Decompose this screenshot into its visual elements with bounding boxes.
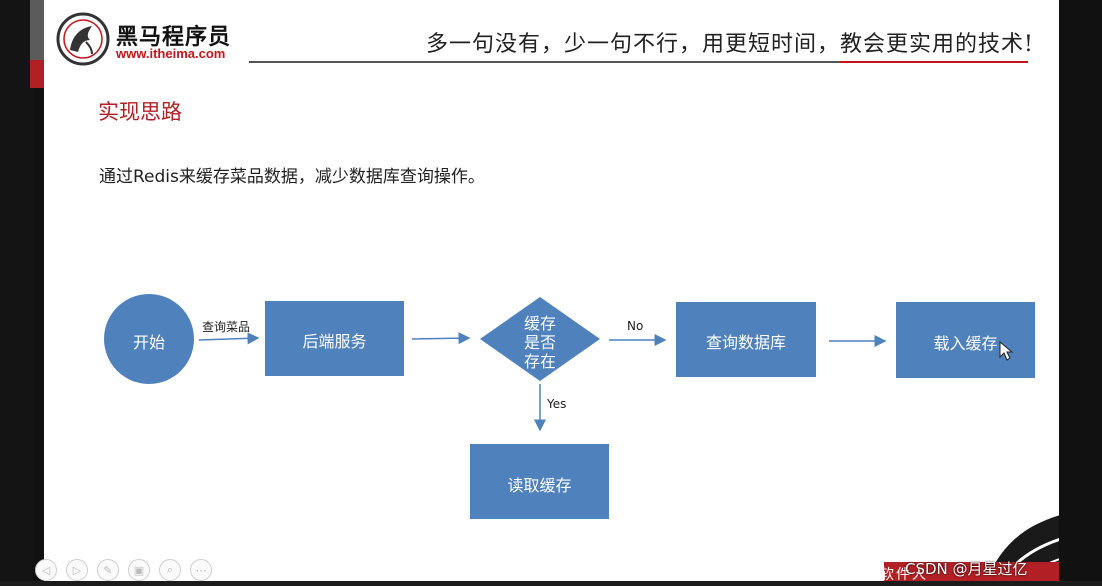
presentation-toolbar: ◁ ▷ ✎ ▣ ⌕ ⋯ <box>35 559 212 581</box>
edge-label-no: No <box>627 319 644 333</box>
bottom-bar <box>0 581 1102 586</box>
right-frame <box>1059 0 1102 586</box>
arrow-backend-decision <box>411 332 471 345</box>
logo-url: www.itheima.com <box>116 46 226 61</box>
edge-label-yes: Yes <box>547 397 567 411</box>
section-title: 实现思路 <box>98 100 182 124</box>
mouse-cursor-icon <box>999 340 1014 361</box>
label-decision-line1: 缓存 <box>523 314 556 333</box>
label-decision-line3: 存在 <box>523 352 556 371</box>
footer-banner-text: 高级软件人 <box>848 567 928 583</box>
label-start: 开始 <box>132 333 165 352</box>
left-frame <box>0 0 44 586</box>
node-decision <box>480 297 600 381</box>
node-start <box>104 294 194 384</box>
header-divider <box>249 61 999 63</box>
accent-gray-bar <box>30 0 44 60</box>
label-read-cache: 读取缓存 <box>507 476 572 495</box>
node-load-cache <box>896 302 1035 378</box>
label-load-cache: 载入缓存 <box>933 334 998 353</box>
label-decision-line2: 是否 <box>523 333 556 352</box>
more-icon[interactable]: ⋯ <box>190 559 212 581</box>
description-text: 通过Redis来缓存菜品数据，减少数据库查询操作。 <box>99 167 485 187</box>
node-backend <box>265 301 404 376</box>
edge-label-query-dish: 查询菜品 <box>202 320 251 334</box>
header-slogan: 多一句没有，少一句不行，用更短时间，教会更实用的技术! <box>426 32 1034 57</box>
zoom-icon[interactable]: ⌕ <box>159 559 181 581</box>
logo-title: 黑马程序员 <box>116 25 232 50</box>
csdn-watermark: CSDN @月星过亿 <box>905 560 1028 578</box>
previous-icon[interactable]: ◁ <box>35 559 57 581</box>
next-icon[interactable]: ▷ <box>66 559 88 581</box>
logo: 黑马程序员 www.itheima.com <box>56 12 256 66</box>
arrow-start-backend <box>198 332 260 345</box>
node-query-db <box>676 302 816 377</box>
node-read-cache <box>470 444 609 519</box>
header-divider-accent <box>840 61 1028 63</box>
flowchart <box>104 294 1035 519</box>
accent-red-bar <box>30 60 44 88</box>
label-backend: 后端服务 <box>302 332 367 351</box>
slides-icon[interactable]: ▣ <box>128 559 150 581</box>
horse-logo-icon <box>56 12 110 66</box>
pen-icon[interactable]: ✎ <box>97 559 119 581</box>
label-query-db: 查询数据库 <box>705 333 786 352</box>
slide: 黑马程序员 www.itheima.com 多一句没有，少一句不行，用更短时间，… <box>44 0 1059 586</box>
